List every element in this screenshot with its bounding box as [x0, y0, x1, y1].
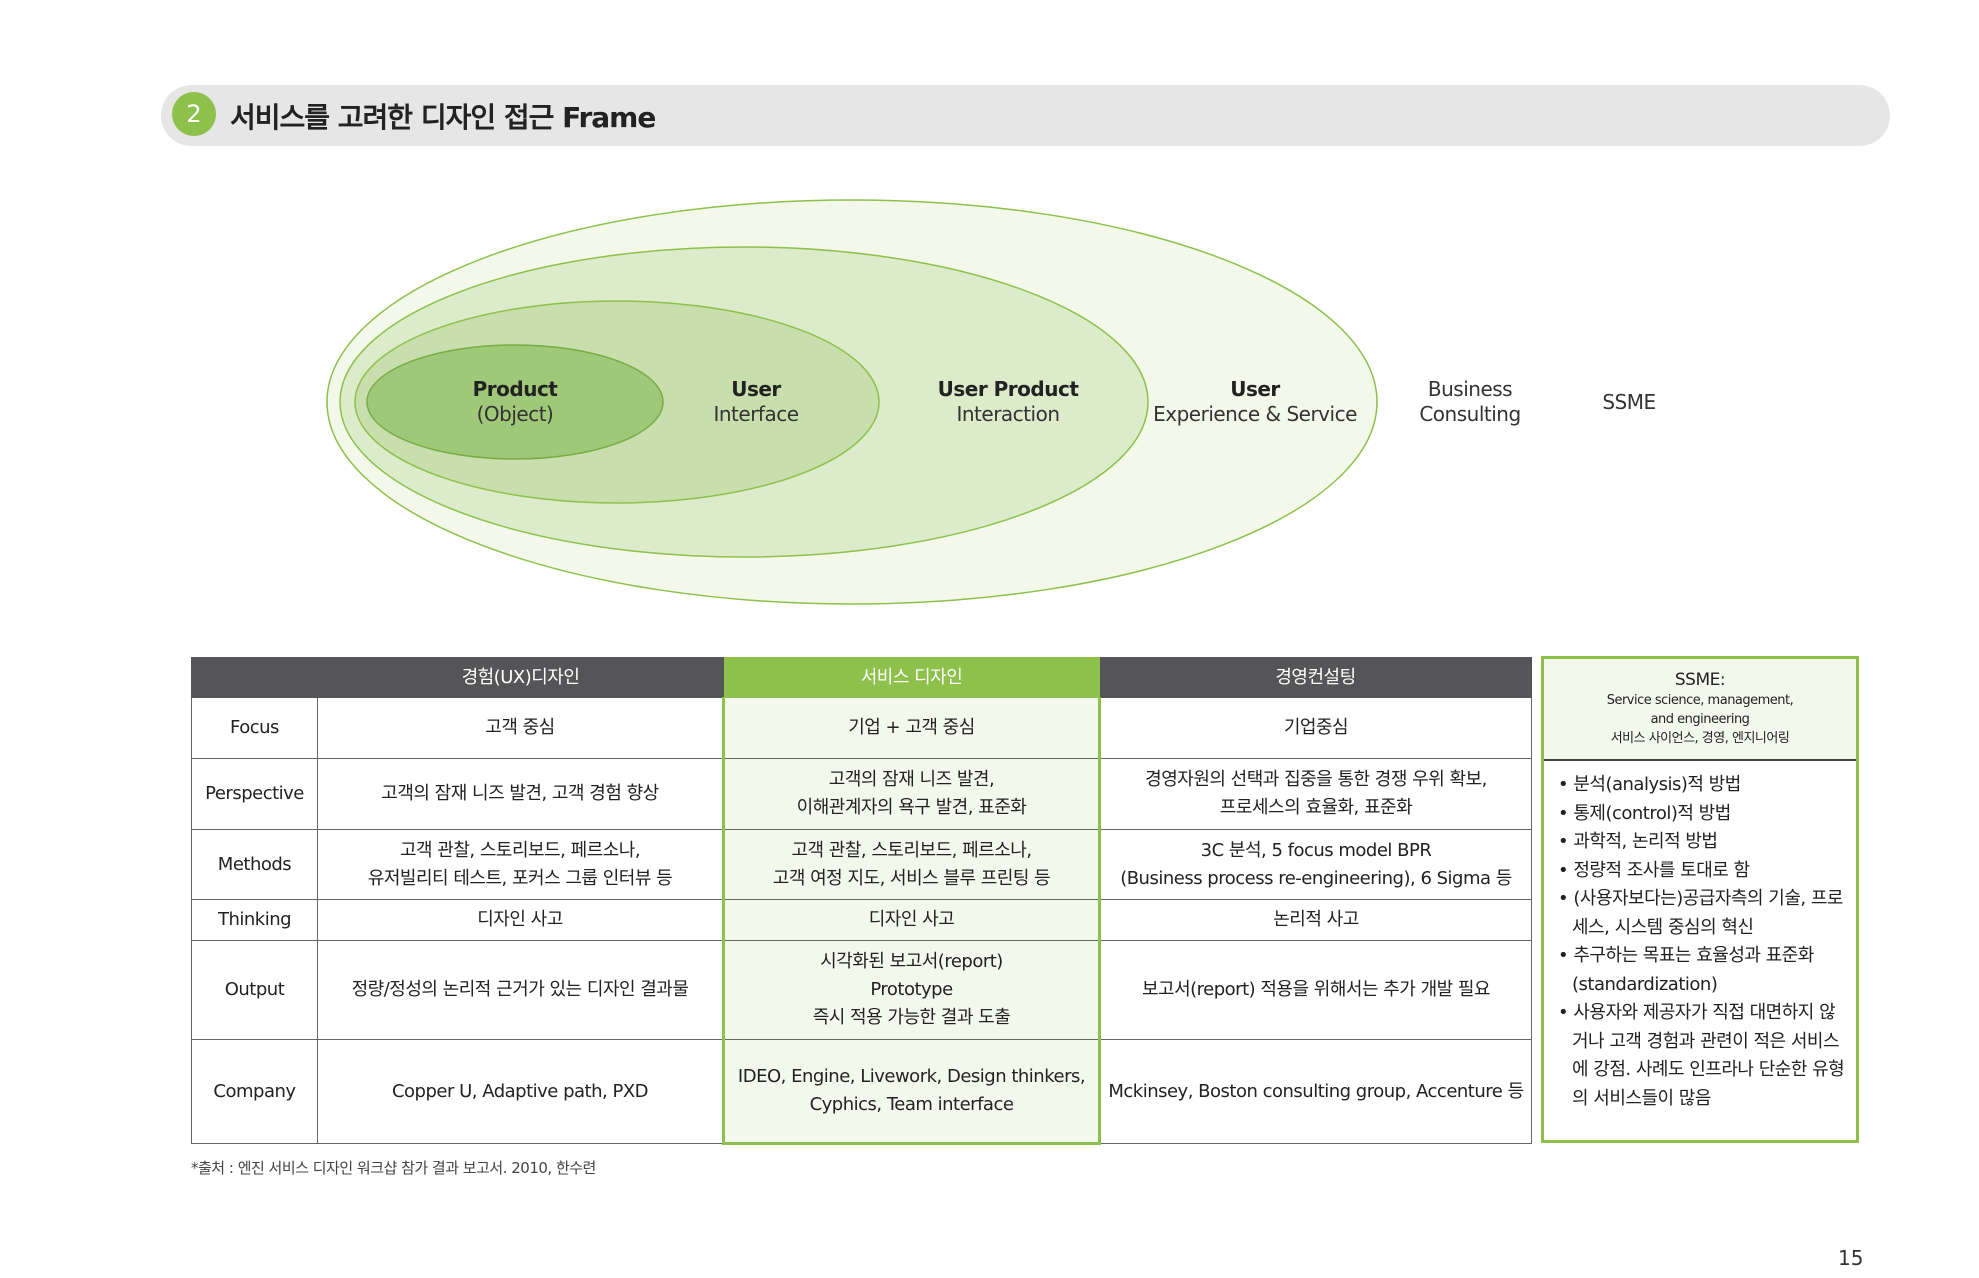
table-cell: 고객의 잠재 니즈 발견, 이해관계자의 욕구 발견, 표준화 — [722, 758, 1101, 830]
table-cell: 기업 + 고객 중심 — [722, 697, 1101, 759]
table-cell: 고객 관찰, 스토리보드, 페르소나, 고객 여정 지도, 서비스 블루 프린팅… — [722, 829, 1101, 900]
table-cell: 보고서(report) 적용을 위해서는 추가 개발 필요 — [1099, 940, 1532, 1040]
table-cell: 디자인 사고 — [317, 899, 724, 941]
table-cell: Copper U, Adaptive path, PXD — [317, 1039, 724, 1144]
table-cell: 3C 분석, 5 focus model BPR (Business proce… — [1099, 829, 1532, 900]
ssme-list-item: • 추구하는 목표는 효율성과 표준화 (standardization) — [1558, 945, 1814, 995]
ssme-header: SSME: Service science, management, and e… — [1544, 659, 1856, 761]
label-ssme: SSME — [1602, 390, 1656, 414]
section-header-bar — [161, 85, 1890, 146]
row-label: Perspective — [191, 758, 318, 830]
ssme-line2: and engineering — [1650, 712, 1750, 727]
row-label: Output — [191, 940, 318, 1040]
header-empty — [191, 657, 318, 698]
row-label: Thinking — [191, 899, 318, 941]
footnote: *출처 : 엔진 서비스 디자인 워크샵 참가 결과 보고서. 2010, 한수… — [191, 1159, 596, 1177]
ssme-list-item: • (사용자보다는)공급자측의 기술, 프로세스, 시스템 중심의 혁신 — [1558, 888, 1843, 938]
table-cell: 정량/정성의 논리적 근거가 있는 디자인 결과물 — [317, 940, 724, 1040]
table-cell: 기업중심 — [1099, 697, 1532, 759]
row-label: Methods — [191, 829, 318, 900]
table-cell: 시각화된 보고서(report) Prototype 즉시 적용 가능한 결과 … — [722, 940, 1101, 1040]
table-header-row: 경험(UX)디자인 서비스 디자인 경영컨설팅 — [191, 657, 1532, 698]
row-label: Focus — [191, 697, 318, 759]
table-cell: Mckinsey, Boston consulting group, Accen… — [1099, 1039, 1532, 1144]
ssme-list-item: • 과학적, 논리적 방법 — [1558, 831, 1718, 852]
section-title: 서비스를 고려한 디자인 접근 Frame — [230, 101, 656, 134]
header-ux-design: 경험(UX)디자인 — [317, 657, 724, 698]
label-product: Product(Object) — [472, 377, 558, 426]
table-cell: 고객 관찰, 스토리보드, 페르소나, 유저빌리티 테스트, 포커스 그룹 인터… — [317, 829, 724, 900]
section-number-badge: 2 — [172, 92, 216, 136]
ssme-line3: 서비스 사이언스, 경영, 엔지니어링 — [1610, 731, 1790, 746]
header-service-design: 서비스 디자인 — [723, 657, 1100, 698]
ssme-line1: Service science, management, — [1606, 693, 1794, 708]
ssme-list-item: • 사용자와 제공자가 직접 대면하지 않거나 고객 경험과 관련이 적은 서비… — [1558, 1002, 1845, 1109]
ssme-list-item: • 분석(analysis)적 방법 — [1558, 774, 1741, 795]
table-cell: IDEO, Engine, Livework, Design thinkers,… — [722, 1039, 1101, 1145]
ssme-list: • 분석(analysis)적 방법 • 통제(control)적 방법 • 과학적… — [1544, 761, 1856, 1113]
ssme-box: SSME: Service science, management, and e… — [1541, 656, 1859, 1143]
table-cell: 고객의 잠재 니즈 발견, 고객 경험 향상 — [317, 758, 724, 830]
table-cell: 고객 중심 — [317, 697, 724, 759]
ellipse-product — [366, 344, 664, 460]
header-consulting: 경영컨설팅 — [1099, 657, 1532, 698]
table-cell: 논리적 사고 — [1099, 899, 1532, 941]
ssme-list-item: • 통제(control)적 방법 — [1558, 802, 1731, 824]
nested-ellipse-diagram — [326, 199, 1378, 605]
page-number: 15 — [1838, 1246, 1864, 1270]
ssme-title: SSME: — [1674, 670, 1726, 690]
row-label: Company — [191, 1039, 318, 1144]
ssme-list-item: • 정량적 조사를 토대로 함 — [1558, 859, 1750, 881]
table-cell: 디자인 사고 — [722, 899, 1101, 941]
table-cell: 경영자원의 선택과 집중을 통한 경쟁 우위 확보, 프로세스의 효율화, 표준… — [1099, 758, 1532, 830]
